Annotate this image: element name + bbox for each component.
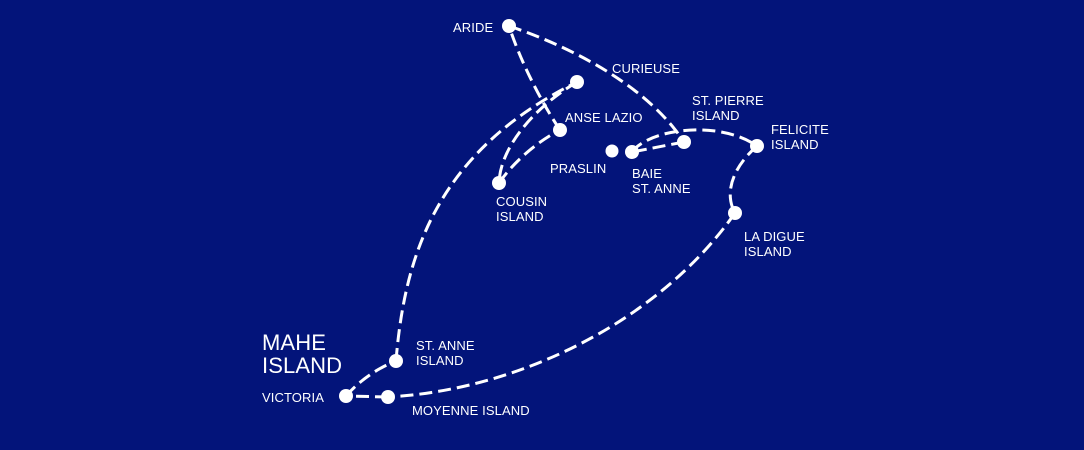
stop-felicite[interactable] [750, 139, 764, 153]
route-st-pierre-baie [631, 140, 685, 154]
label-praslin: PRASLIN [550, 161, 607, 176]
label-la-digue: LA DIGUE ISLAND [744, 229, 805, 259]
stop-anse-lazio[interactable] [553, 123, 567, 137]
label-anse-lazio: ANSE LAZIO [565, 110, 643, 125]
stop-cousin[interactable] [492, 176, 506, 190]
stop-praslin[interactable] [605, 144, 619, 158]
label-st-anne: ST. ANNE ISLAND [416, 338, 475, 368]
region-label-mahe: MAHE ISLAND [262, 330, 343, 378]
stop-victoria[interactable] [339, 389, 353, 403]
label-cousin: COUSIN ISLAND [496, 194, 548, 224]
stop-baie-st-anne[interactable] [625, 145, 639, 159]
route-anse-lazio-aride [507, 25, 562, 131]
route-aride-st-pierre [508, 24, 686, 143]
label-baie-st-anne: BAIE ST. ANNE [632, 166, 691, 196]
route-curieuse-cousin [497, 80, 578, 184]
route-baie-felicite [630, 128, 758, 153]
label-felicite: FELICITE ISLAND [771, 122, 829, 152]
route-st-anne-curieuse [394, 80, 578, 362]
route-moyenne-victoria [345, 394, 389, 399]
stop-st-pierre[interactable] [677, 135, 691, 149]
stop-aride[interactable] [502, 19, 516, 33]
label-st-pierre: ST. PIERRE ISLAND [692, 93, 764, 123]
label-aride: ARIDE [453, 20, 494, 35]
stop-curieuse[interactable] [570, 75, 584, 89]
label-curieuse: CURIEUSE [612, 61, 680, 76]
route-felicite-la-digue [728, 144, 758, 214]
stop-la-digue[interactable] [728, 206, 742, 220]
route-la-digue-moyenne [387, 212, 737, 399]
label-moyenne: MOYENNE ISLAND [412, 403, 530, 418]
route-cousin-anse-lazio [497, 128, 561, 184]
label-victoria: VICTORIA [262, 390, 324, 405]
stop-moyenne[interactable] [381, 390, 395, 404]
stop-st-anne[interactable] [389, 354, 403, 368]
